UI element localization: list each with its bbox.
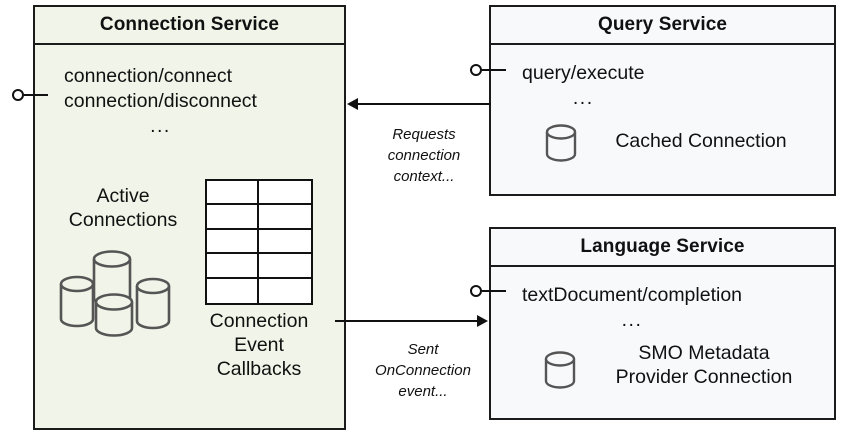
query-service-operations: query/execute ... (522, 61, 645, 111)
cached-connection-database-icon (544, 122, 578, 164)
table-cell (259, 181, 311, 206)
connection-service-title: Connection Service (35, 7, 344, 45)
cached-connection-label: Cached Connection (615, 130, 787, 152)
callbacks-label-line3: Callbacks (216, 358, 302, 380)
language-service-box[interactable]: Language Service textDocument/completion… (489, 227, 836, 420)
edge-label-line1: Sent (407, 341, 439, 358)
table-cell (207, 205, 259, 230)
table-cell (207, 278, 259, 303)
query-service-body: query/execute ... Cached Connection (491, 45, 834, 194)
edge-label-sent-onconnection-event: Sent OnConnection event... (358, 339, 488, 402)
interface-stem (482, 69, 506, 71)
table-cell (207, 229, 259, 255)
connection-service-interface-lollipop[interactable] (12, 89, 48, 103)
language-service-body: textDocument/completion ... SMO Metadata… (491, 267, 834, 418)
connection-event-callbacks-table (205, 179, 313, 305)
active-connections-label-line2: Connections (68, 209, 178, 231)
callbacks-label-line2: Event (234, 334, 284, 356)
interface-stem (482, 290, 506, 292)
language-service-operations: textDocument/completion ... (522, 283, 742, 333)
table-cell (259, 205, 311, 230)
table-cell (259, 229, 311, 255)
query-service-ellipsis: ... (572, 87, 594, 109)
language-service-interface-lollipop[interactable] (470, 285, 506, 299)
edge-label-line1: Requests (392, 126, 456, 143)
operation-connection-connect[interactable]: connection/connect (64, 65, 233, 87)
operation-textdocument-completion[interactable]: textDocument/completion (522, 284, 743, 306)
provider-label-line2: Provider Connection (615, 366, 793, 388)
connection-service-operations: connection/connect connection/disconnect… (64, 64, 257, 139)
edge-label-requests-connection-context: Requests connection context... (363, 124, 485, 187)
query-service-title: Query Service (491, 7, 834, 45)
edge-line (358, 103, 491, 105)
operation-query-execute[interactable]: query/execute (522, 62, 645, 84)
interface-ball-icon (470, 285, 482, 297)
edge-label-line3: event... (398, 383, 448, 400)
provider-label-line1: SMO Metadata (638, 342, 770, 364)
connection-service-body: connection/connect connection/disconnect… (35, 45, 344, 428)
edge-label-line2: OnConnection (375, 362, 471, 379)
operation-connection-disconnect[interactable]: connection/disconnect (64, 90, 257, 112)
table-cell (207, 254, 259, 279)
callbacks-label-line1: Connection (209, 310, 309, 332)
language-service-ellipsis: ... (621, 309, 643, 331)
table-cell (259, 254, 311, 279)
query-service-box[interactable]: Query Service query/execute ... Cached C… (489, 5, 836, 196)
edge-label-line2: connection (387, 147, 461, 164)
interface-ball-icon (12, 89, 24, 101)
connection-service-box[interactable]: Connection Service connection/connect co… (33, 5, 346, 430)
edge-line (335, 320, 478, 322)
active-connections-label: Active Connections (43, 184, 203, 232)
smo-metadata-provider-label: SMO Metadata Provider Connection (585, 341, 823, 389)
interface-stem (24, 94, 48, 96)
table-cell (259, 278, 311, 303)
connection-event-callbacks-label: Connection Event Callbacks (183, 309, 335, 381)
active-connections-label-line1: Active (96, 185, 150, 207)
edge-label-line3: context... (393, 168, 455, 185)
active-connections-database-cluster-icon (56, 248, 174, 340)
query-service-interface-lollipop[interactable] (470, 64, 506, 78)
language-service-title: Language Service (491, 229, 834, 267)
edge-arrowhead-right-icon (477, 315, 488, 327)
connection-service-ellipsis: ... (150, 115, 171, 137)
interface-ball-icon (470, 64, 482, 76)
smo-metadata-provider-database-icon (543, 349, 577, 391)
table-cell (207, 181, 259, 206)
edge-arrowhead-left-icon (347, 98, 358, 110)
